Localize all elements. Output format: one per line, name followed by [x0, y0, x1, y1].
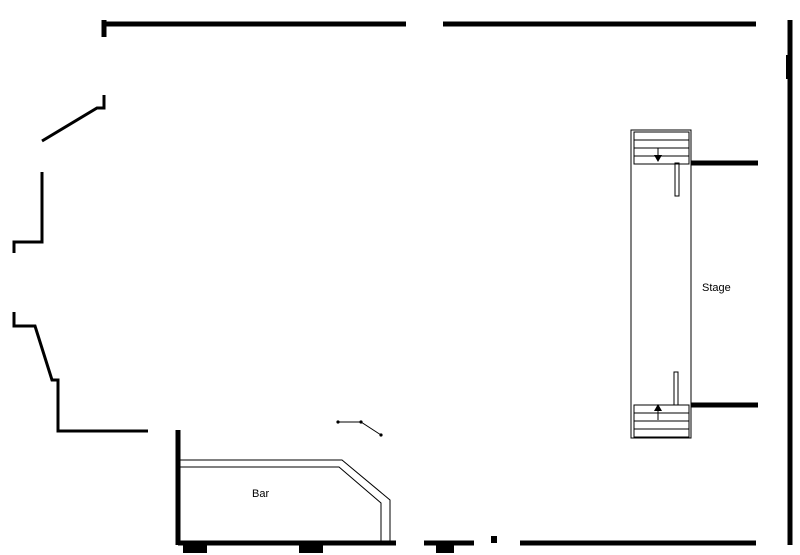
door-swing: [336, 420, 383, 437]
bottom-wall: [175, 430, 756, 553]
upper-stair: [633, 131, 690, 165]
top-wall: [101, 20, 756, 37]
stage: [630, 129, 758, 439]
left-wall: [12, 95, 148, 433]
stage-label: Stage: [702, 282, 731, 294]
column-base: [436, 541, 454, 553]
lower-stair: [633, 404, 690, 438]
small-post: [491, 536, 497, 543]
right-wall: [786, 20, 793, 545]
column-base: [183, 541, 207, 553]
bar-label: Bar: [252, 488, 269, 500]
stair-down-arrow-icon: [654, 155, 662, 162]
column-base: [299, 541, 323, 553]
stair-up-arrow-icon: [654, 404, 662, 411]
bar-counter: [179, 459, 391, 543]
